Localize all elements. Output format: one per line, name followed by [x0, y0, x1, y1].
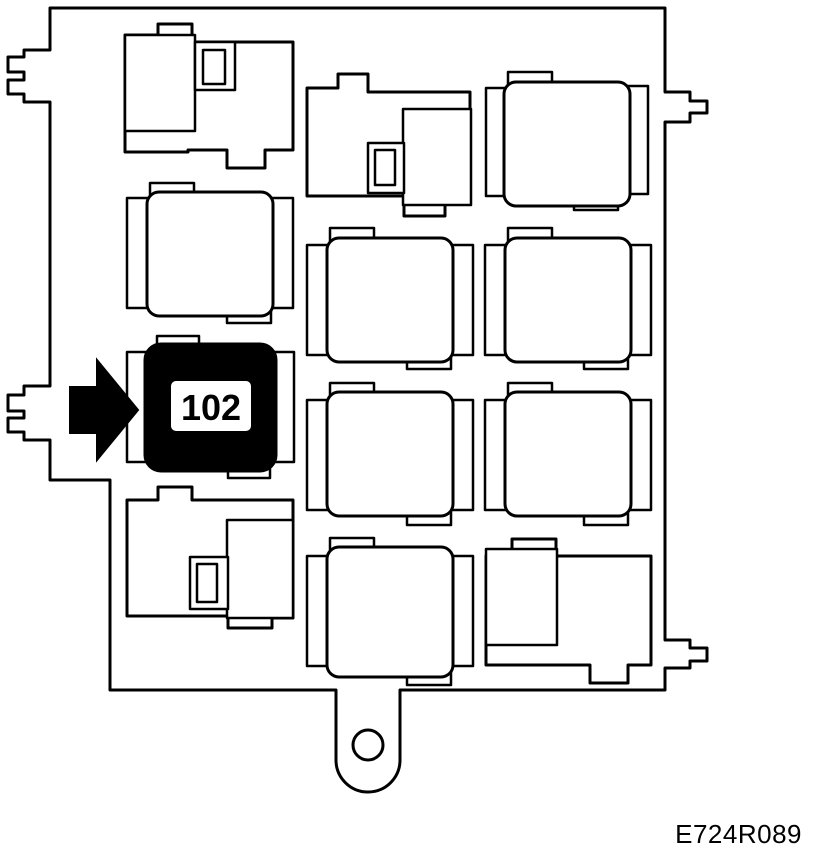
relay-bottom-left	[125, 485, 295, 630]
relay-102-highlighted: 102	[125, 334, 296, 480]
relay-center-2	[305, 226, 475, 371]
relay-center-4	[305, 536, 475, 687]
relay-center-3	[305, 381, 475, 527]
relay-top-center	[305, 72, 473, 218]
relay-right-2	[483, 226, 653, 371]
relay-right-3	[483, 381, 653, 527]
relay-top-left	[123, 22, 295, 170]
label-box	[171, 381, 251, 431]
right-arrow-icon	[69, 357, 140, 463]
relay-top-right	[484, 70, 650, 212]
relay-bottom-right	[484, 537, 653, 685]
highlight-label: 102	[181, 387, 241, 428]
mounting-hole	[351, 728, 385, 762]
relay-left-2	[125, 181, 295, 325]
reference-code: E724R089	[675, 819, 802, 849]
